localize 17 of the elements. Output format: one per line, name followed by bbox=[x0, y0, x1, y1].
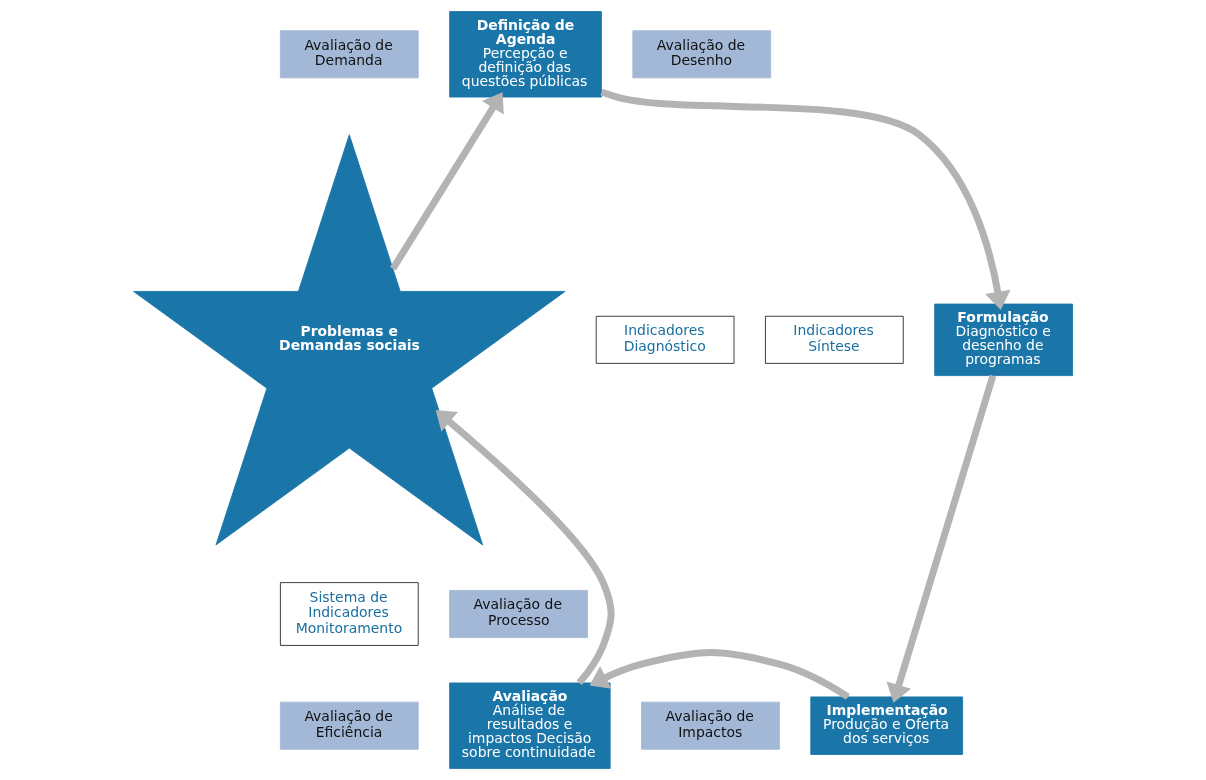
node-box: Formulação Diagnóstico e desenho de programas bbox=[934, 303, 1073, 377]
node-box: Indicadores Síntese bbox=[765, 315, 904, 364]
node-box: Avaliação de Processo bbox=[449, 590, 588, 638]
node-box: Sistema de Indicadores Monitoramento bbox=[279, 582, 419, 646]
arrow bbox=[389, 92, 504, 271]
arrow bbox=[589, 649, 850, 700]
arrow bbox=[435, 410, 615, 686]
node-box: Indicadores Diagnóstico bbox=[595, 315, 735, 364]
node-box: Avaliação de Impactos bbox=[641, 701, 780, 750]
arrow bbox=[600, 88, 1011, 310]
node-box: Avaliação de Desenho bbox=[632, 30, 772, 79]
node-box: Avaliação de Demanda bbox=[279, 30, 419, 79]
node-box: Avaliação de Eficiência bbox=[279, 701, 419, 750]
node-box: Avaliação Análise de resultados e impactos Decisão sobre continuidade bbox=[449, 682, 611, 769]
arrow bbox=[886, 374, 997, 703]
node-box: Implementação Produção e Oferta dos serviços bbox=[810, 696, 964, 755]
node-box: Definição de Agenda Percepção e definição das questões públicas bbox=[449, 11, 602, 98]
